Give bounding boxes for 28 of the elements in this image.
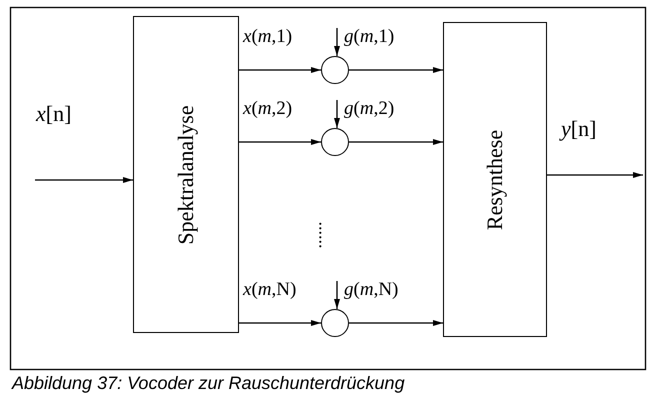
- figure-caption: Abbildung 37: Vocoder zur Rauschunterdrückung: [12, 373, 405, 394]
- block-label: Resynthese: [482, 129, 508, 230]
- process-box: [443, 22, 547, 337]
- edge-label: g(m,2): [343, 99, 396, 118]
- arrow: [239, 139, 321, 145]
- multiplier-circle: [321, 128, 349, 156]
- arrow: [334, 28, 340, 56]
- edge-label: x(m,N): [242, 280, 298, 299]
- multiplier-circle: [321, 56, 349, 84]
- multiplier-circle: [321, 309, 349, 337]
- arrow: [547, 172, 643, 178]
- edge-label: x[n]: [35, 103, 72, 125]
- edge-label: x(m,2): [242, 99, 294, 118]
- arrow: [239, 67, 321, 73]
- edge-label: g(m,N): [343, 280, 400, 299]
- arrow: [349, 139, 443, 145]
- arrow: [239, 320, 321, 326]
- arrow: [334, 281, 340, 309]
- edge-label: x(m,1): [242, 27, 294, 46]
- block-label: Spektralanalyse: [173, 104, 199, 244]
- edge-label: y[n]: [560, 118, 598, 140]
- arrow: [334, 100, 340, 128]
- arrow: [349, 320, 443, 326]
- ellipsis: ......: [316, 222, 334, 248]
- arrow: [35, 177, 133, 183]
- process-box: [133, 16, 239, 333]
- edge-label: g(m,1): [343, 27, 396, 46]
- arrow: [349, 67, 443, 73]
